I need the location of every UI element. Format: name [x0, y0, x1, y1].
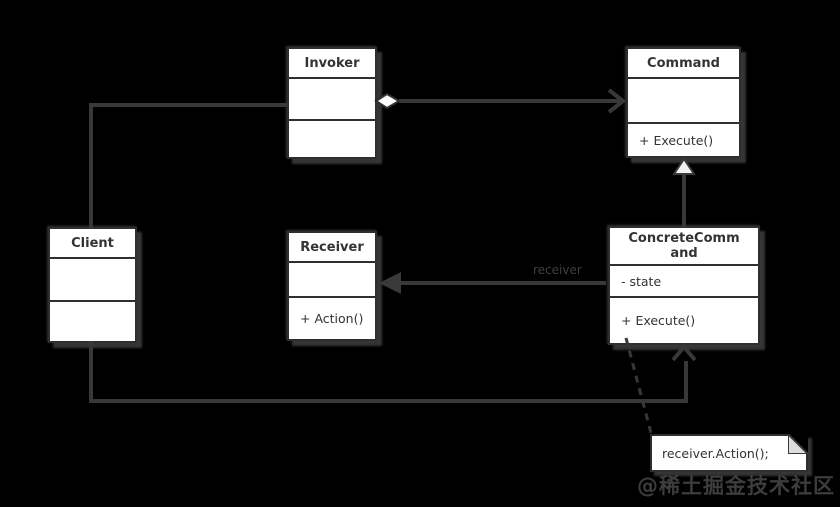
watermark-text: @稀土掘金技术社区 [637, 474, 835, 498]
uml-note-text: receiver.Action(); [662, 445, 769, 461]
class-invoker-title: Invoker [304, 55, 360, 71]
class-client-attributes [50, 257, 135, 300]
class-command-attributes [628, 77, 739, 122]
class-receiver: Receiver + Action() [287, 231, 377, 341]
class-concretecommand-attributes: - state [610, 264, 758, 296]
attribute-state: - state [621, 273, 662, 289]
class-invoker: Invoker [287, 47, 377, 159]
class-receiver-title: Receiver [300, 239, 364, 255]
class-command-title: Command [647, 55, 720, 71]
operation-action: + Action() [300, 311, 364, 326]
generalization-triangle-icon [672, 157, 696, 175]
association-role-label: receiver [533, 263, 582, 277]
uml-note: receiver.Action(); [650, 434, 808, 472]
class-concretecommand-operations: + Execute() [610, 296, 758, 343]
class-concretecommand-title-text: ConcreteCommand [628, 231, 740, 261]
class-concretecommand: ConcreteCommand - state + Execute() [608, 226, 760, 345]
open-arrowhead-concretecommand-icon [671, 343, 697, 362]
operation-execute: + Execute() [639, 132, 714, 148]
connector-client-invoker [89, 103, 287, 229]
open-arrowhead-command-icon [607, 88, 627, 114]
solid-arrowhead-receiver-icon [379, 272, 401, 294]
operation-execute-concrete: + Execute() [621, 313, 696, 328]
class-command-operations: + Execute() [628, 122, 739, 156]
class-receiver-operations: + Action() [289, 296, 375, 339]
connector-client-concretecommand [89, 341, 688, 403]
class-client-title: Client [71, 235, 114, 251]
class-receiver-attributes [289, 261, 375, 296]
class-client: Client [48, 227, 137, 343]
class-concretecommand-title: ConcreteCommand [610, 228, 758, 264]
note-anchor-dashed-line [624, 337, 653, 434]
class-client-operations [50, 300, 135, 341]
class-command: Command + Execute() [626, 47, 741, 158]
note-fold-corner-icon [788, 434, 808, 454]
class-invoker-attributes [289, 77, 375, 119]
class-invoker-operations [289, 119, 375, 157]
aggregation-diamond-icon [374, 92, 401, 110]
